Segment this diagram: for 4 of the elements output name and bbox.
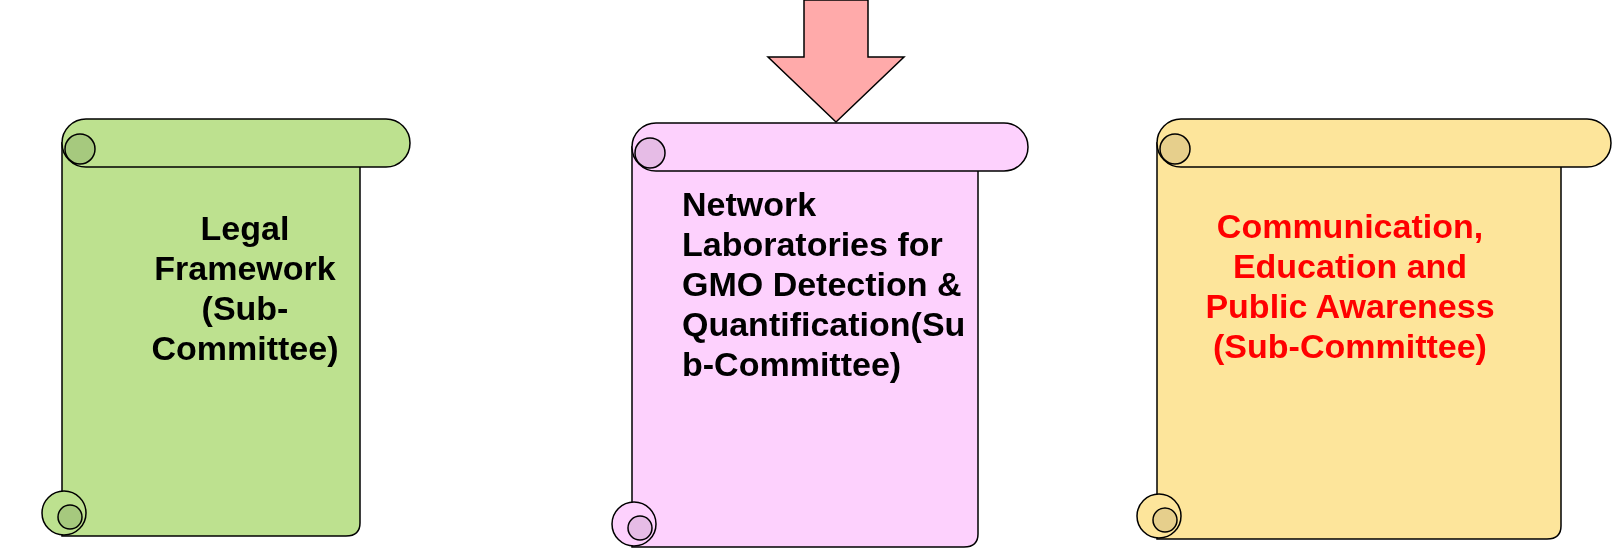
node-label: Communication, Education and Public Awareness (Sub-Committee) bbox=[1204, 206, 1496, 366]
node-label: Network Laboratories for GMO Detection & Quantification(Sub-Committee) bbox=[682, 184, 967, 384]
block-arrow bbox=[766, 0, 906, 124]
node-label: Legal Framework (Sub-Committee) bbox=[150, 208, 340, 368]
